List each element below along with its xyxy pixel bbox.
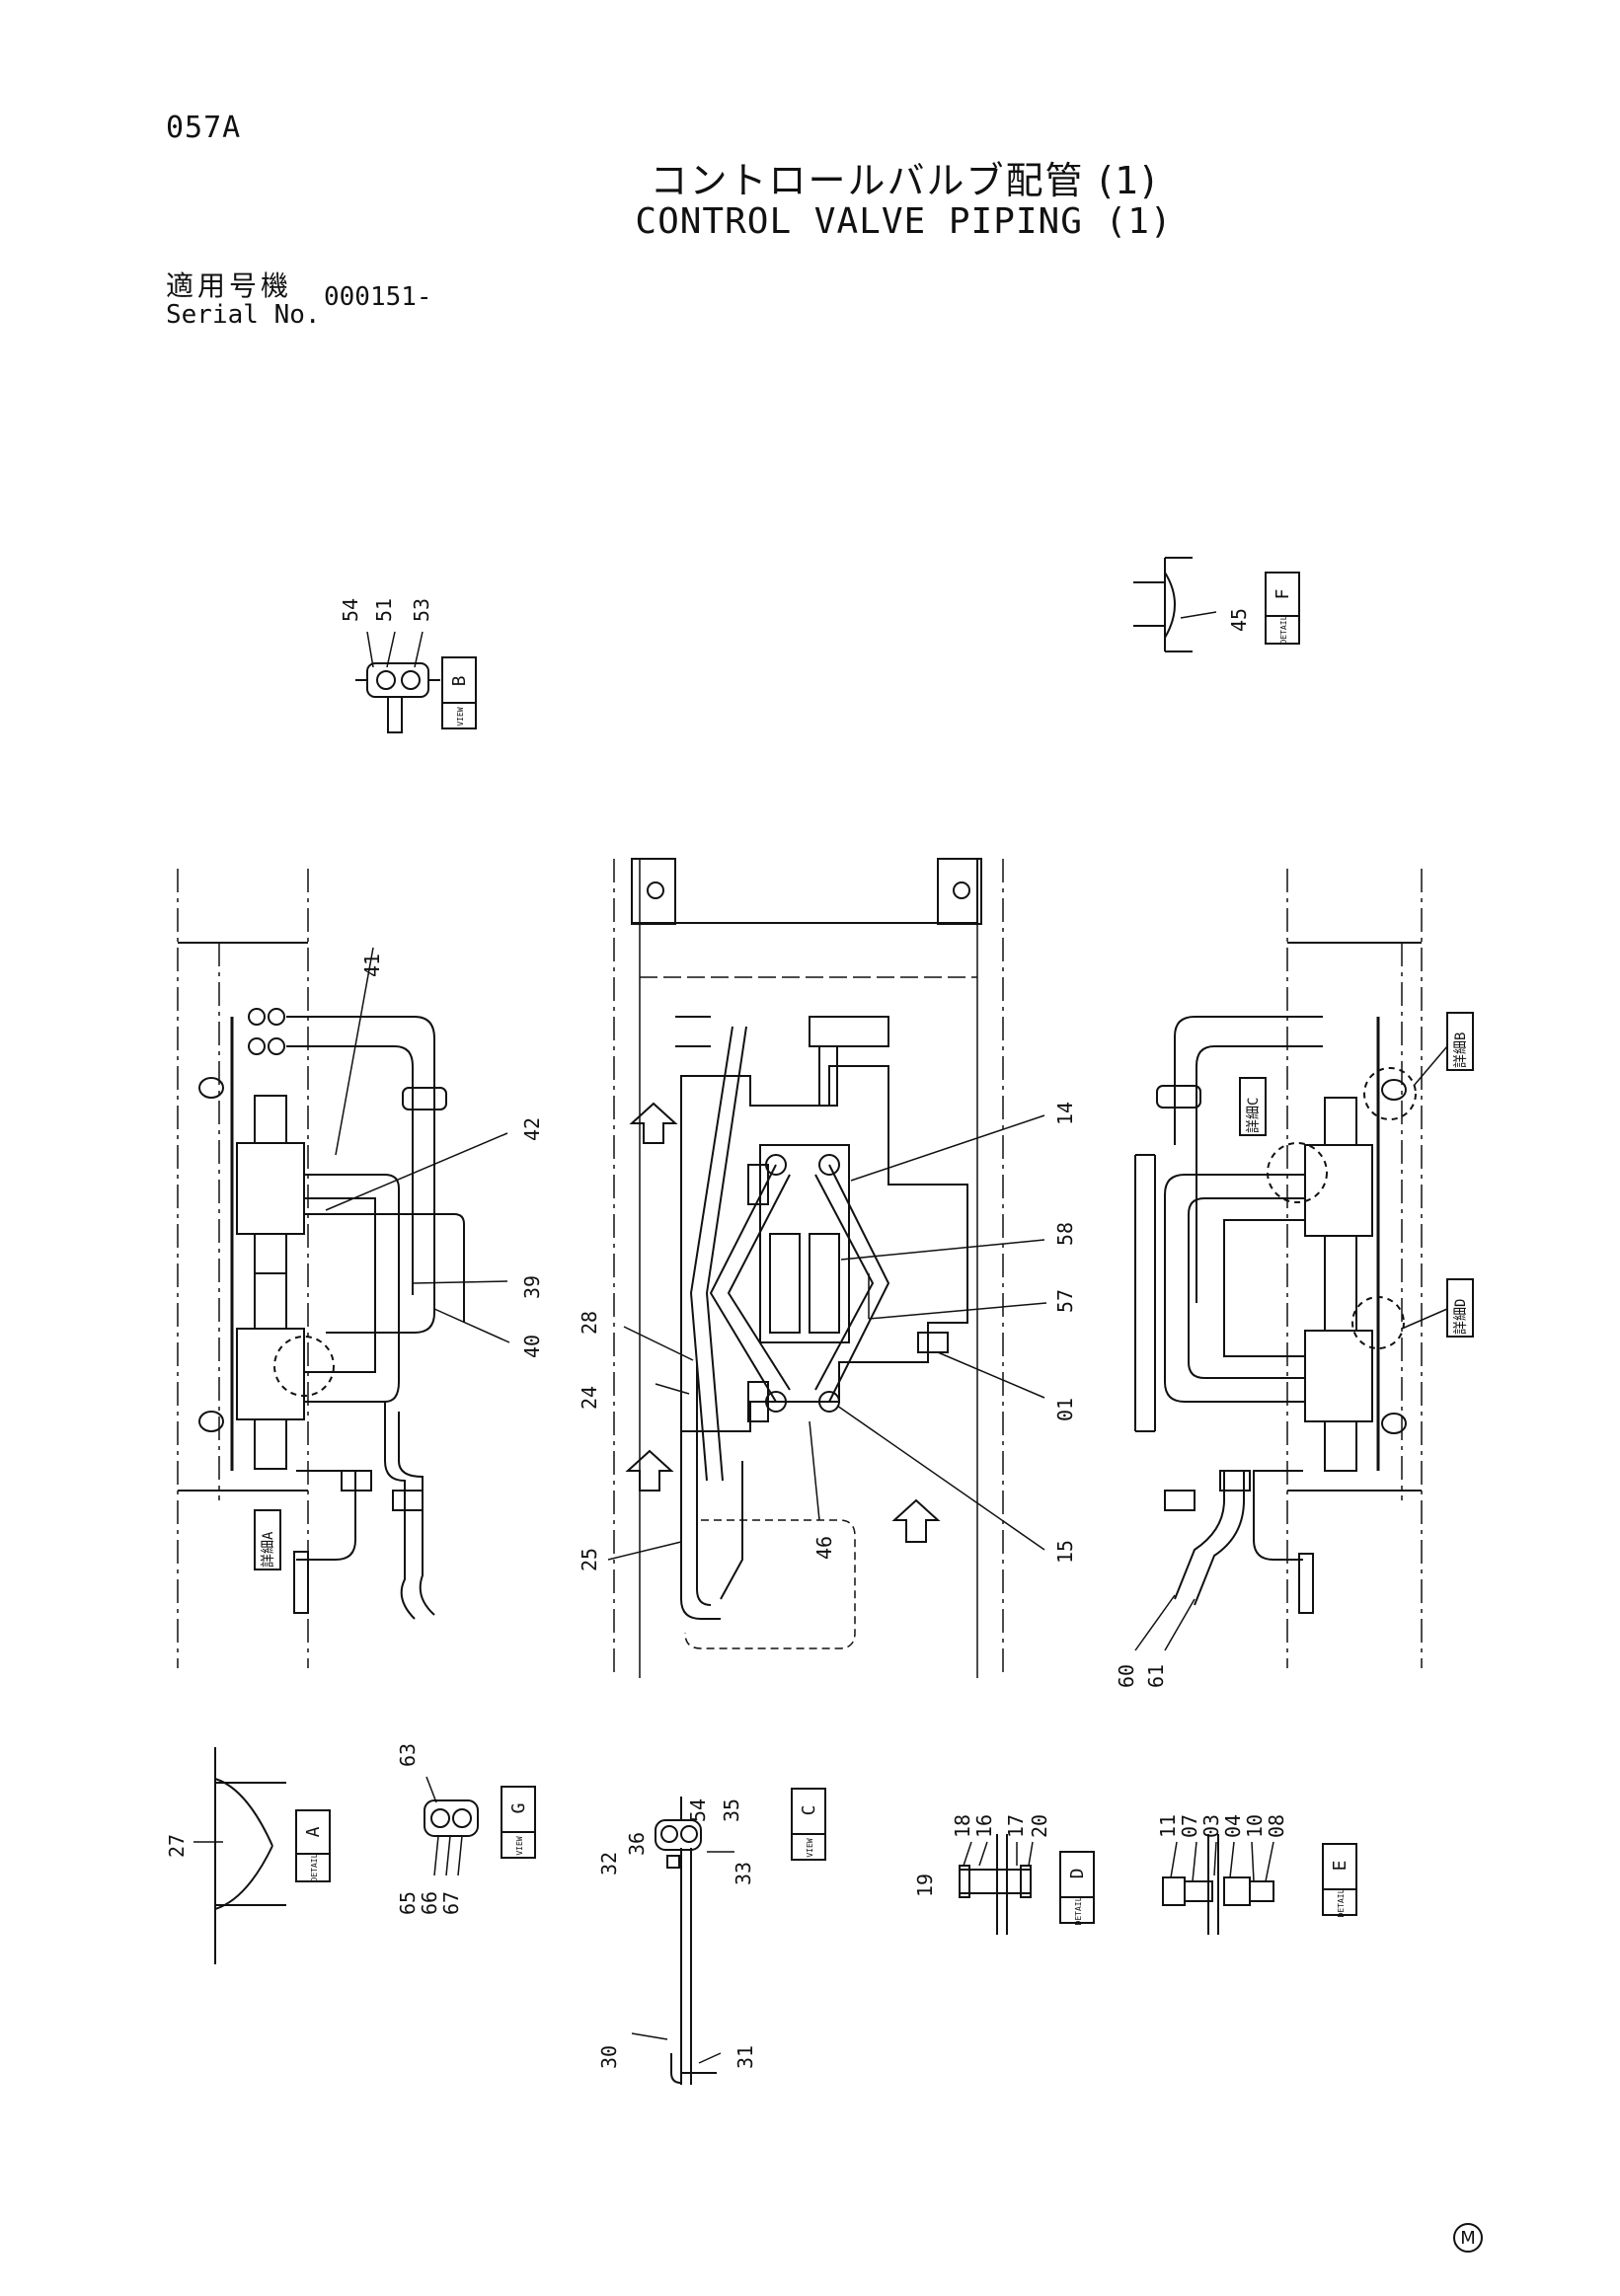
view-c-tag-text: VIEW xyxy=(806,1838,814,1857)
callout-46: 46 xyxy=(812,1536,836,1560)
callout-01: 01 xyxy=(1053,1398,1077,1421)
callout-63: 63 xyxy=(396,1743,420,1767)
pipe-detail-b-tag: 詳細B xyxy=(1446,1012,1474,1071)
detail-e-tag: E DETAIL xyxy=(1322,1843,1357,1917)
callout-57: 57 xyxy=(1053,1289,1077,1313)
view-b-figure: B VIEW 54 51 53 xyxy=(339,598,477,733)
callout-18: 18 xyxy=(951,1814,974,1838)
callout-03: 03 xyxy=(1199,1814,1223,1838)
callout-14: 14 xyxy=(1053,1102,1077,1125)
callout-31: 31 xyxy=(733,2045,757,2069)
callout-54-c: 54 xyxy=(686,1799,710,1822)
detail-f-letter: F xyxy=(1273,589,1293,600)
detail-f-figure: 45 F DETAIL xyxy=(1133,557,1300,652)
pipe-detail-d-tag: 詳細D xyxy=(1446,1278,1474,1338)
callout-51: 51 xyxy=(372,598,396,622)
view-c-figure: 36 54 35 32 33 30 31 C VIEW xyxy=(597,1788,826,2085)
detail-f-tag: F DETAIL xyxy=(1265,572,1300,645)
view-b-tag: B VIEW xyxy=(441,656,477,729)
right-side-view: 詳細B 詳細C 詳細D 60 61 xyxy=(1115,869,1474,1688)
corner-mark: M xyxy=(1453,2223,1483,2253)
callout-67: 67 xyxy=(439,1891,463,1915)
serial-label-japanese: 適用号機 xyxy=(166,269,293,302)
view-b-tag-text: VIEW xyxy=(456,707,465,726)
callout-07: 07 xyxy=(1178,1814,1201,1838)
center-plan-view: 14 58 57 01 15 28 24 25 46 xyxy=(578,858,1077,1678)
callout-32: 32 xyxy=(597,1852,621,1875)
view-c-tag: C VIEW xyxy=(791,1788,826,1861)
detail-d-letter: D xyxy=(1067,1869,1088,1879)
detail-e-letter: E xyxy=(1330,1861,1350,1872)
detail-a-tag-text: DETAIL xyxy=(310,1853,319,1881)
view-c-letter: C xyxy=(799,1805,819,1816)
callout-41: 41 xyxy=(360,954,384,977)
view-g-letter: G xyxy=(508,1803,529,1814)
callout-33: 33 xyxy=(732,1862,755,1885)
callout-11: 11 xyxy=(1156,1814,1180,1838)
callout-40: 40 xyxy=(520,1335,544,1358)
detail-e-figure: 11 07 03 04 10 08 E DETAIL xyxy=(1156,1814,1357,1935)
callout-28: 28 xyxy=(578,1311,601,1335)
pipe-detail-b-label: 詳細B xyxy=(1453,1033,1469,1068)
pipe-detail-c-tag: 詳細C xyxy=(1239,1077,1267,1136)
callout-53: 53 xyxy=(410,598,433,622)
title-japanese: コントロールバルブ配管 (1) xyxy=(650,159,1158,202)
pipe-detail-a-tag: 詳細A xyxy=(254,1509,281,1570)
callout-54: 54 xyxy=(339,598,362,622)
callout-61: 61 xyxy=(1144,1664,1168,1688)
pipe-detail-d-label: 詳細D xyxy=(1453,1299,1469,1335)
serial-label-english: Serial No. xyxy=(166,300,321,330)
callout-19: 19 xyxy=(913,1874,937,1897)
detail-f-tag-text: DETAIL xyxy=(1279,615,1288,644)
callout-08: 08 xyxy=(1265,1814,1288,1838)
serial-number: 000151- xyxy=(324,282,432,312)
callout-25: 25 xyxy=(578,1548,601,1571)
detail-e-tag-text: DETAIL xyxy=(1337,1888,1346,1917)
pipe-detail-c-label: 詳細C xyxy=(1246,1098,1262,1133)
callout-66: 66 xyxy=(418,1891,441,1915)
view-g-tag-text: VIEW xyxy=(515,1836,524,1855)
callout-16: 16 xyxy=(972,1814,996,1838)
callout-15: 15 xyxy=(1053,1540,1077,1564)
title-english: CONTROL VALVE PIPING (1) xyxy=(635,201,1173,242)
callout-10: 10 xyxy=(1243,1814,1267,1838)
view-g-tag: G VIEW xyxy=(501,1786,536,1859)
callout-24: 24 xyxy=(578,1386,601,1410)
callout-36: 36 xyxy=(625,1832,649,1856)
detail-a-tag: A DETAIL xyxy=(295,1809,331,1882)
callout-27: 27 xyxy=(165,1834,189,1858)
detail-a-letter: A xyxy=(303,1826,324,1837)
callout-58: 58 xyxy=(1053,1222,1077,1246)
left-side-view: 41 42 39 40 詳細A xyxy=(177,869,544,1668)
view-b-letter: B xyxy=(449,676,470,687)
detail-d-figure: 18 16 17 20 19 D DETAIL xyxy=(913,1814,1095,1935)
detail-a-figure: 27 A DETAIL xyxy=(165,1747,331,1964)
page-code: 057A xyxy=(166,111,242,145)
callout-17: 17 xyxy=(1004,1814,1028,1838)
callout-20: 20 xyxy=(1028,1814,1051,1838)
callout-39: 39 xyxy=(520,1275,544,1299)
callout-42: 42 xyxy=(520,1117,544,1141)
callout-45: 45 xyxy=(1227,608,1251,632)
detail-d-tag-text: DETAIL xyxy=(1074,1896,1083,1925)
detail-d-tag: D DETAIL xyxy=(1059,1851,1095,1925)
pipe-detail-a-label: 詳細A xyxy=(261,1531,276,1568)
callout-30: 30 xyxy=(597,2045,621,2069)
callout-65: 65 xyxy=(396,1891,420,1915)
callout-35: 35 xyxy=(720,1799,743,1822)
view-g-figure: 63 65 66 67 G VIEW xyxy=(396,1743,536,1915)
callout-04: 04 xyxy=(1221,1814,1245,1838)
callout-60: 60 xyxy=(1115,1664,1138,1688)
